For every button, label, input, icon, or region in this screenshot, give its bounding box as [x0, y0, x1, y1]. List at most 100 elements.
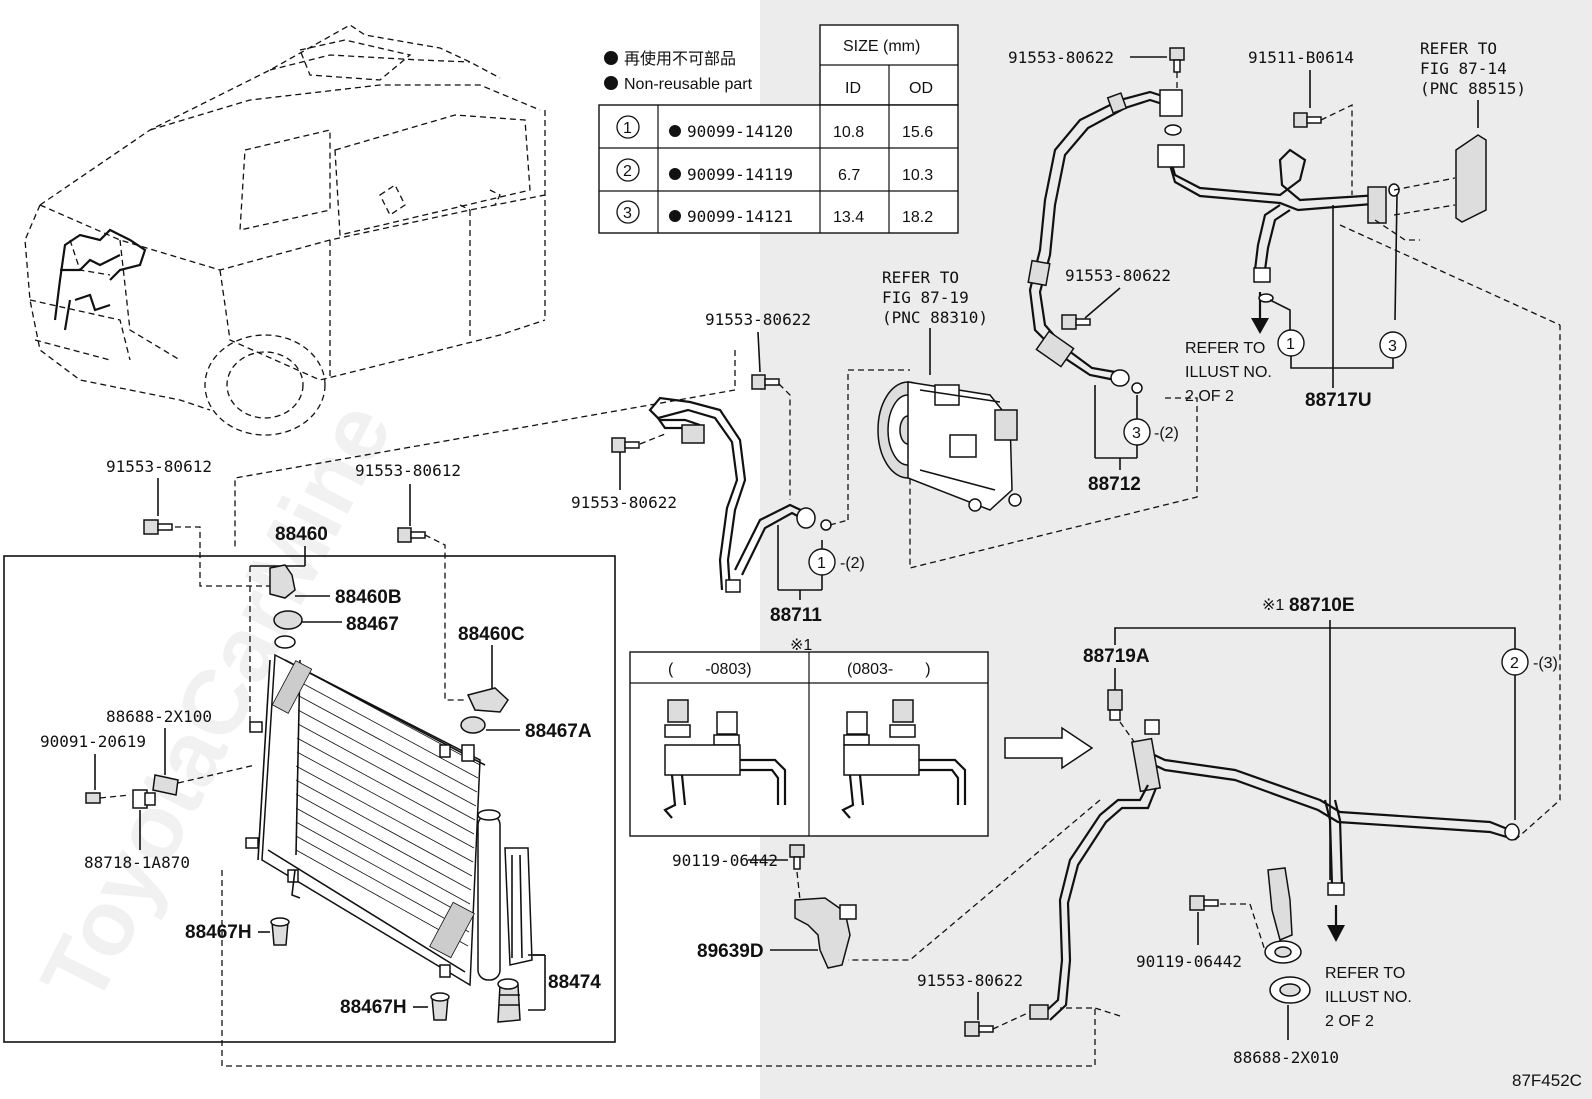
- label-88718-1a870: 88718-1A870: [84, 853, 190, 872]
- refer-illust-2c: 2 OF 2: [1325, 1013, 1374, 1030]
- bolt-icon: [397, 527, 412, 543]
- col-od: OD: [909, 80, 933, 97]
- refer-87-14-c: (PNC 88515): [1420, 79, 1526, 98]
- inset-mark: ※1: [790, 637, 812, 654]
- note-2-3: -(3): [1533, 655, 1558, 672]
- hose-88712-group: 91553-80622 3 -(2) 88712: [909, 266, 1198, 569]
- bracket-icon: [152, 774, 179, 796]
- label-88467a: 88467A: [525, 721, 592, 742]
- label-89639d: 89639D: [697, 941, 764, 962]
- label-88711: 88711: [770, 605, 822, 626]
- fitting-icon: [1029, 1004, 1049, 1020]
- label-91553-80622-left: 91553-80622: [571, 493, 677, 512]
- label-90119-06442-b: 90119-06442: [1136, 952, 1242, 971]
- refer-illust-1c: 2 OF 2: [1185, 388, 1234, 405]
- bolt-icon: [1169, 47, 1185, 61]
- pressure-switch-old-icon: [663, 699, 787, 819]
- refer-illust-2a: REFER TO: [1325, 965, 1405, 982]
- label-88467h-a: 88467H: [185, 922, 252, 943]
- label-88688-2x100: 88688-2X100: [106, 707, 212, 726]
- refer-87-19-c: (PNC 88310): [882, 308, 988, 327]
- fitting-icon: [1327, 882, 1345, 896]
- bracket-icon: [1267, 867, 1293, 942]
- label-88717u: 88717U: [1305, 390, 1372, 411]
- svg-text:1: 1: [1286, 336, 1295, 353]
- receiver-tank-icon: [477, 814, 501, 981]
- label-88710e: 88710E: [1289, 595, 1355, 616]
- label-90091-20619: 90091-20619: [40, 732, 146, 751]
- label-88719a: 88719A: [1083, 646, 1150, 667]
- label-91511-b0614: 91511-B0614: [1248, 48, 1354, 67]
- svg-text:2: 2: [1510, 655, 1519, 672]
- table-row: 1 90099-14120 10.8 15.6: [616, 115, 933, 141]
- vehicle-illustration: [24, 24, 546, 436]
- svg-text:1: 1: [817, 555, 826, 572]
- compressor-group: REFER TO FIG 87-19 (PNC 88310): [847, 268, 1022, 520]
- hose-88711-group: 91553-80622 91553-80622 1 -(2) 88711: [234, 310, 865, 626]
- inset-right-label: (0803- ): [847, 661, 931, 678]
- cap-icon: [497, 984, 521, 1023]
- svg-text:10.3: 10.3: [902, 167, 933, 184]
- inset-left-label: ( -0803): [668, 661, 752, 678]
- bolt-icon: [1293, 112, 1308, 128]
- bolt-icon: [789, 844, 805, 858]
- sensor-icon: [1107, 689, 1123, 711]
- bolt-icon: [751, 374, 766, 390]
- expansion-valve-icon: [1455, 134, 1487, 223]
- label-88712: 88712: [1088, 474, 1141, 495]
- note-1-2: -(2): [840, 555, 865, 572]
- label-88710e-mark: ※1: [1262, 597, 1284, 614]
- bolt-icon: [1061, 314, 1077, 330]
- bracket-icon: [794, 897, 851, 969]
- bracket-icon: [269, 564, 296, 599]
- bracket-icon: [466, 687, 509, 713]
- table-row: 3 90099-14121 13.4 18.2: [616, 200, 933, 226]
- label-90119-06442-a: 90119-06442: [672, 851, 778, 870]
- label-91553-80612-a: 91553-80612: [106, 457, 212, 476]
- note-3-2: -(2): [1154, 425, 1179, 442]
- label-91553-80622-l2: 91553-80622: [705, 310, 811, 329]
- refer-illust-1a: REFER TO: [1185, 340, 1265, 357]
- hose-88717u-group: 91553-80622 91511-B0614 REFER TO FIG 87-…: [1008, 39, 1561, 411]
- svg-text:1: 1: [623, 120, 632, 137]
- size-header: SIZE (mm): [843, 38, 920, 55]
- label-88474: 88474: [548, 972, 601, 993]
- col-id: ID: [845, 80, 861, 97]
- bolt-icon: [143, 519, 159, 535]
- refer-87-19-a: REFER TO: [882, 268, 959, 287]
- bolt-icon: [964, 1021, 980, 1037]
- fitting-icon: [796, 507, 816, 529]
- refer-87-19-b: FIG 87-19: [882, 288, 969, 307]
- filter-icon: [504, 847, 533, 966]
- compressor-icon: [877, 381, 1022, 512]
- fitting-icon: [1253, 267, 1271, 283]
- condenser-frame: [3, 555, 616, 1043]
- label-88467h-b: 88467H: [340, 997, 407, 1018]
- block-fitting-icon: [1130, 737, 1162, 793]
- label-88467: 88467: [346, 614, 399, 635]
- svg-text:90099-14121: 90099-14121: [687, 207, 793, 226]
- arrow-right-icon: [1004, 726, 1094, 770]
- cushion-icon: [273, 610, 303, 630]
- svg-text:3: 3: [1132, 425, 1141, 442]
- refer-illust-2b: ILLUST NO.: [1325, 989, 1412, 1006]
- svg-text:3: 3: [1388, 338, 1397, 355]
- refer-87-14-b: FIG 87-14: [1420, 59, 1507, 78]
- svg-text:2: 2: [623, 163, 632, 180]
- legend: 再使用不可部品 Non-reusable part SIZE (mm) ID O…: [598, 24, 959, 234]
- fitting-icon: [1157, 144, 1185, 168]
- label-91553-80622-bottom: 91553-80622: [917, 971, 1023, 990]
- svg-text:6.7: 6.7: [838, 167, 860, 184]
- label-91553-80622-top: 91553-80622: [1008, 48, 1114, 67]
- legend-table: [598, 104, 959, 234]
- condenser-core-icon: [245, 653, 486, 987]
- refer-illust-1b: ILLUST NO.: [1185, 364, 1272, 381]
- condenser-group: 91553-80612 91553-80612 88460 88460B 884…: [3, 457, 1096, 1067]
- label-91553-80622-mid: 91553-80622: [1065, 266, 1171, 285]
- arrow-down-icon: [1251, 318, 1269, 334]
- bullet-icon: [604, 76, 618, 90]
- inset-variants: ※1 ( -0803) (0803- ): [629, 637, 1094, 837]
- refer-87-14-a: REFER TO: [1420, 39, 1497, 58]
- svg-text:3: 3: [623, 205, 632, 222]
